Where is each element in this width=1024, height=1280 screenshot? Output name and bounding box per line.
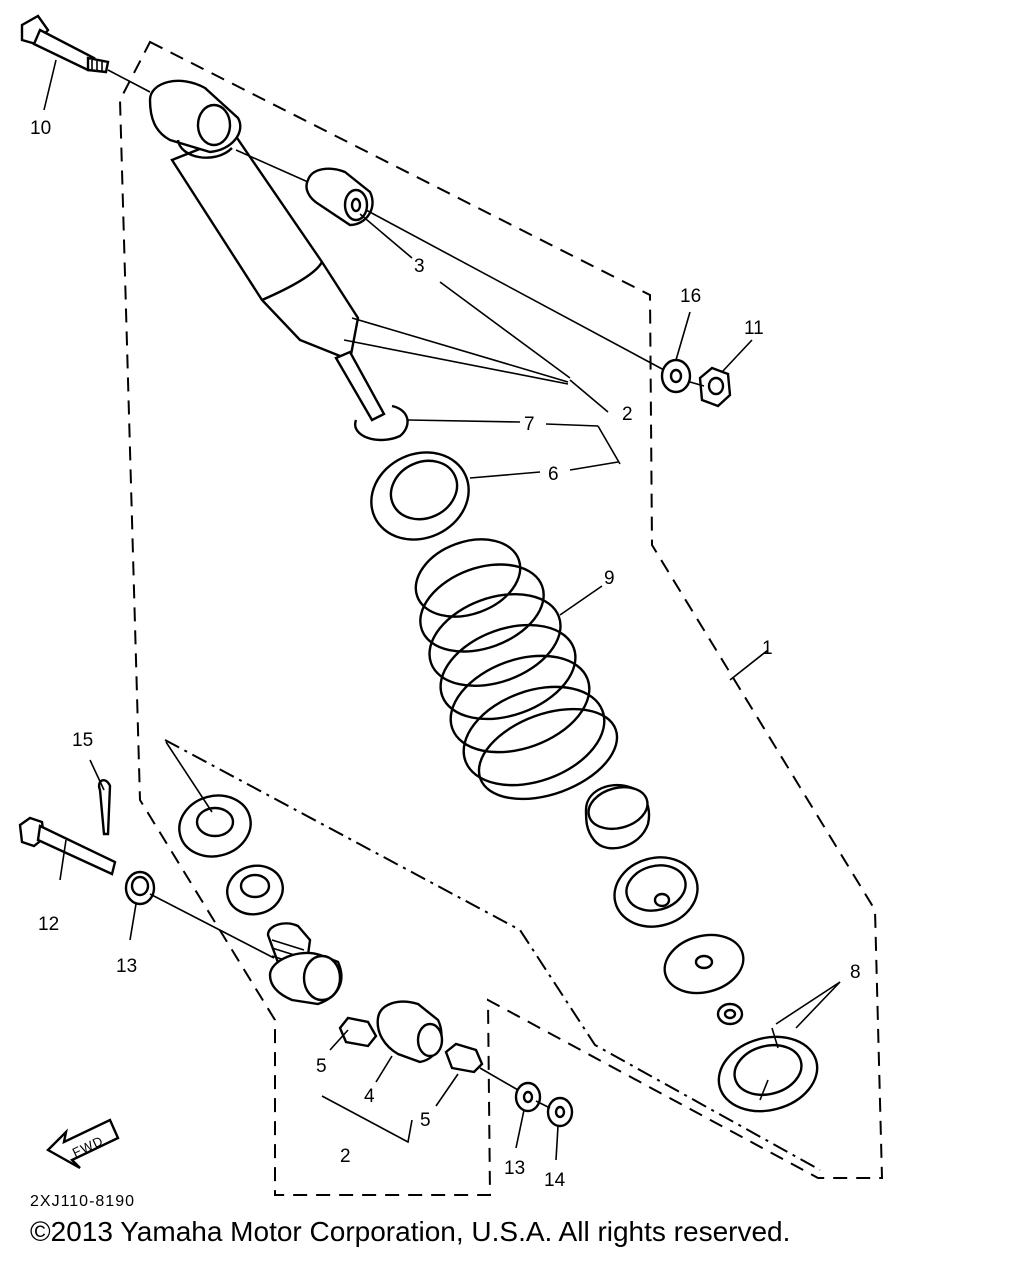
upper-bushing (305, 167, 374, 227)
forward-direction-arrow: FWD (46, 1118, 120, 1170)
shock-absorber-body (148, 79, 409, 442)
callout-2-lower: 2 (340, 1146, 351, 1167)
nut-11 (698, 366, 732, 408)
callout-2-upper: 2 (622, 404, 633, 425)
upper-mounting-bolt (20, 14, 110, 74)
callout-8: 8 (850, 962, 861, 983)
callout-13-left: 13 (116, 956, 137, 977)
callout-5-left: 5 (316, 1056, 327, 1077)
callout-12: 12 (38, 914, 59, 935)
collar-5-right (444, 1042, 484, 1074)
washer-13-left (124, 870, 156, 906)
callout-11: 11 (744, 318, 764, 339)
bump-stop-group (584, 783, 819, 1113)
diagram-code: 2XJ110-8190 (30, 1193, 135, 1210)
callout-7: 7 (524, 414, 535, 435)
callout-13-right: 13 (504, 1158, 525, 1179)
leader-lines (43, 59, 841, 1161)
cotter-pin (97, 779, 112, 836)
callout-6: 6 (548, 464, 559, 485)
callout-9: 9 (604, 568, 615, 589)
callout-5-right: 5 (420, 1110, 431, 1131)
collar-5-left (338, 1016, 378, 1048)
lower-collar (178, 794, 252, 858)
coil-spring (414, 538, 619, 801)
callout-14: 14 (544, 1170, 566, 1191)
copyright-notice: ©2013 Yamaha Motor Corporation, U.S.A. A… (30, 1216, 791, 1247)
lower-mounting-bolt (18, 816, 117, 876)
rod-clip (354, 404, 409, 442)
washer-14 (546, 1096, 574, 1128)
washer-13-right (514, 1081, 542, 1113)
washer-16 (660, 358, 692, 394)
callout-4: 4 (364, 1086, 375, 1107)
bushing-4 (376, 1000, 444, 1064)
lower-clevis (266, 922, 343, 1006)
callout-3: 3 (414, 256, 425, 277)
callout-1: 1 (762, 638, 773, 659)
callout-15: 15 (72, 730, 93, 751)
assembly-boundary-outline (118, 40, 884, 1196)
lower-group-boundary (164, 739, 821, 1171)
callout-16: 16 (680, 286, 701, 307)
alignment-lines (107, 69, 705, 1109)
lower-washer (226, 864, 284, 916)
spring-seat (370, 451, 470, 541)
callout-10: 10 (30, 118, 51, 139)
